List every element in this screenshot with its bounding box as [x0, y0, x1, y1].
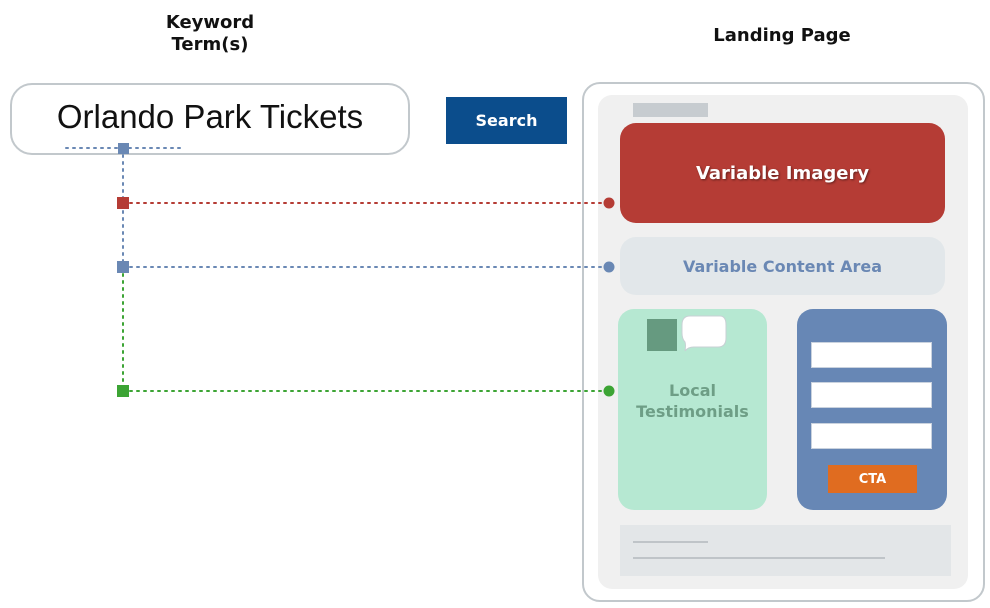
content-node: [117, 261, 129, 273]
footer-line: [633, 557, 885, 559]
keyword-node: [118, 143, 129, 154]
cta-button[interactable]: CTA: [828, 465, 917, 493]
keyword-search-box[interactable]: Orlando Park Tickets: [10, 83, 410, 155]
header-placeholder: [633, 103, 708, 117]
form-field[interactable]: [811, 342, 932, 368]
speech-bubble-icon: [681, 315, 727, 352]
testimonials-label: Local Testimonials: [636, 381, 749, 421]
keyword-terms-heading: Keyword Term(s): [165, 12, 255, 55]
variable-imagery-block: Variable Imagery: [620, 123, 945, 223]
imagery-endpoint: [603, 197, 615, 209]
search-button[interactable]: Search: [446, 97, 567, 144]
keyword-text: Orlando Park Tickets: [56, 98, 364, 135]
testimonials-node: [117, 385, 129, 397]
variable-content-area: Variable Content Area: [620, 237, 945, 295]
content-endpoint: [603, 261, 615, 273]
avatar: [647, 319, 677, 351]
footer-placeholder: [620, 525, 951, 576]
footer-line: [633, 541, 708, 543]
form-field[interactable]: [811, 423, 932, 449]
imagery-node: [117, 197, 129, 209]
testimonials-endpoint: [603, 385, 615, 397]
landing-page-heading: Landing Page: [713, 25, 851, 46]
form-field[interactable]: [811, 382, 932, 408]
